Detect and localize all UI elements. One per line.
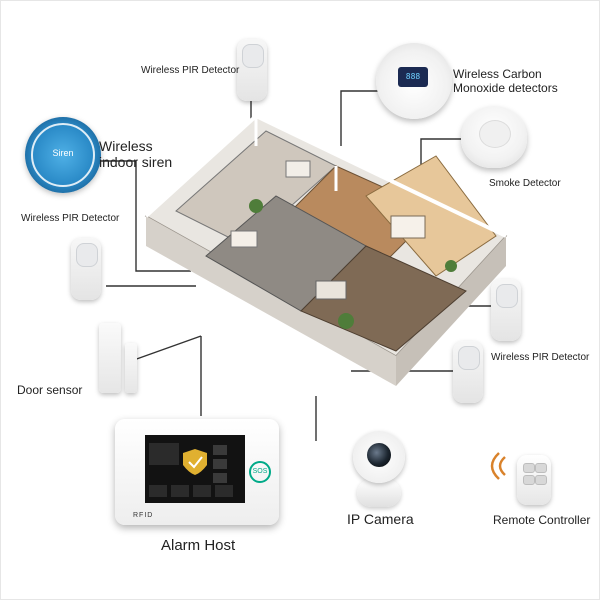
- indoor-siren-device: Siren: [25, 117, 101, 193]
- door-sensor-main-device: [99, 323, 121, 393]
- smoke-detector-device: [461, 106, 527, 168]
- remote-controller-label: Remote Controller: [493, 513, 591, 527]
- ip-camera-label: IP Camera: [347, 511, 414, 527]
- camera-head: [353, 431, 405, 483]
- ip-camera-device: [351, 431, 407, 511]
- pir-detector-right-lower-device: [453, 341, 483, 403]
- alarm-host-sos: SOS: [249, 461, 271, 483]
- alarm-host-ui-icon: [145, 435, 245, 503]
- alarm-host-label: Alarm Host: [161, 537, 236, 554]
- wireless-signal-icon: [490, 452, 506, 480]
- co-detector-device: 888: [376, 43, 452, 119]
- remote-button: [523, 463, 535, 473]
- remote-button: [535, 463, 547, 473]
- pir-lens-icon: [76, 243, 98, 267]
- indoor-siren-label: Wireless indoor siren: [99, 138, 173, 171]
- remote-controller-device: [517, 455, 551, 505]
- pir-detector-right-device: [491, 279, 521, 341]
- siren-badge: Siren: [52, 148, 74, 158]
- pir-lens-icon: [458, 346, 480, 370]
- pir-detector-left-label: Wireless PIR Detector: [21, 213, 120, 224]
- smoke-detector-label: Smoke Detector: [489, 178, 561, 189]
- camera-lens-icon: [367, 443, 391, 467]
- door-sensor-label: Door sensor: [17, 383, 83, 397]
- alarm-host-device: SOS RFID: [115, 419, 279, 525]
- alarm-host-screen: [145, 435, 245, 503]
- pir-detector-top-label: Wireless PIR Detector: [141, 65, 240, 76]
- remote-button: [523, 475, 535, 485]
- pir-detector-left-device: [71, 238, 101, 300]
- pir-lens-icon: [242, 44, 264, 68]
- camera-base: [357, 479, 401, 507]
- pir-detector-right-label: Wireless PIR Detector: [491, 352, 590, 363]
- remote-button: [535, 475, 547, 485]
- pir-lens-icon: [496, 284, 518, 308]
- door-sensor-magnet-device: [125, 343, 137, 393]
- co-detector-label: Wireless Carbon Monoxide detectors: [453, 67, 558, 95]
- siren-ring: [31, 123, 95, 187]
- alarm-host-rfid: RFID: [133, 512, 154, 519]
- house-floorplan-illustration: [144, 113, 508, 386]
- smoke-sensor-core: [479, 120, 511, 148]
- co-display: 888: [398, 67, 428, 87]
- pir-detector-top-device: [237, 39, 267, 101]
